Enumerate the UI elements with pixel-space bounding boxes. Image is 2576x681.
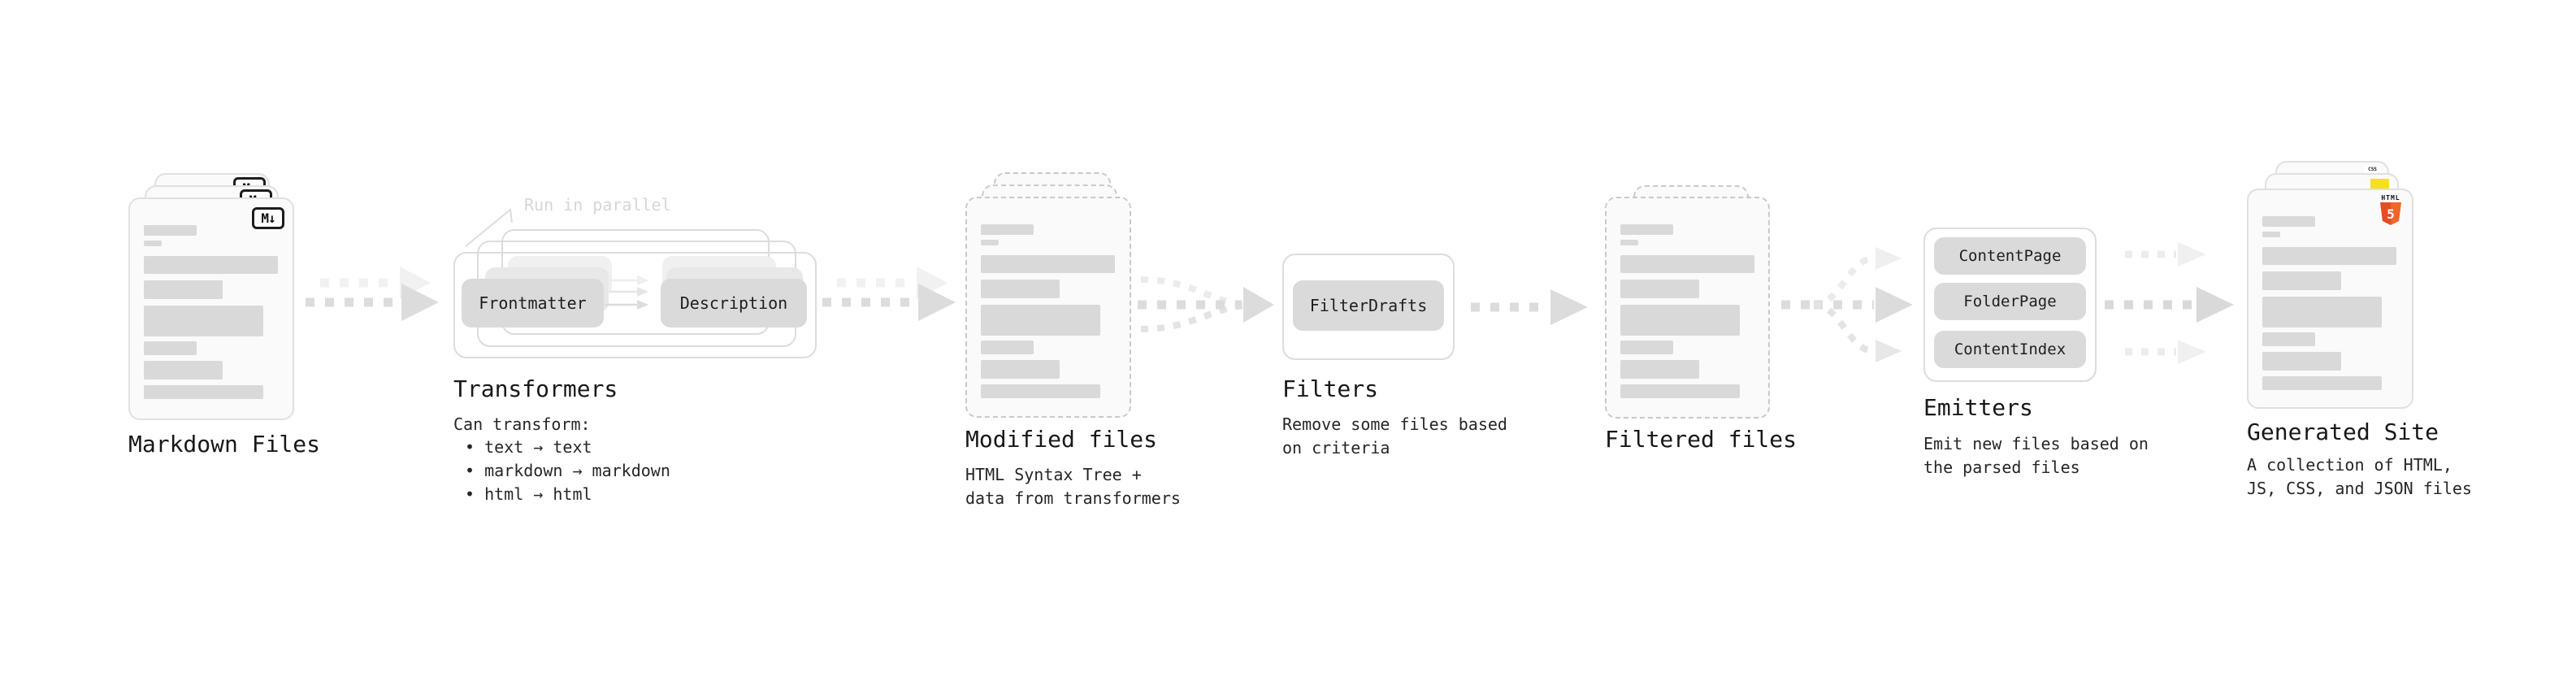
placeholder-line — [1620, 224, 1673, 235]
placeholder-line — [2262, 232, 2280, 237]
placeholder-line — [2262, 247, 2396, 265]
placeholder-line — [981, 305, 1100, 336]
run-in-parallel-annotation: Run in parallel — [524, 195, 671, 215]
annotation-leader-line — [465, 208, 513, 247]
frontmatter-pill-label: Frontmatter — [479, 293, 587, 313]
parallel-arrow-icon — [609, 287, 648, 297]
placeholder-line — [2262, 271, 2341, 290]
placeholder-line — [144, 280, 223, 299]
bullet-item: • html → html — [465, 484, 592, 504]
document-placeholder-lines — [2249, 190, 2412, 407]
placeholder-line — [981, 360, 1060, 379]
parallel-arrow-icon — [605, 300, 648, 310]
folderpage-pill-label: FolderPage — [1963, 293, 2057, 310]
frontmatter-pill: Frontmatter — [462, 279, 604, 327]
document-placeholder-lines — [1607, 198, 1768, 417]
placeholder-line — [144, 256, 278, 274]
placeholder-line — [2262, 297, 2382, 327]
placeholder-line — [144, 241, 162, 246]
html5-icon-shield: 5 — [2380, 202, 2401, 225]
html5-icon: HTML 5 — [2379, 194, 2403, 225]
placeholder-line — [2262, 352, 2341, 371]
arrow-filters-to-filtered — [1471, 289, 1588, 325]
placeholder-line — [981, 224, 1034, 235]
filters-subtitle: Remove some files based on criteria — [1282, 414, 1507, 458]
document-placeholder-lines — [130, 199, 293, 419]
filtered-file-card-front — [1605, 197, 1770, 419]
contentindex-pill-label: ContentIndex — [1954, 340, 2066, 358]
description-pill-label: Description — [679, 293, 788, 313]
placeholder-line — [981, 280, 1060, 298]
folderpage-pill: FolderPage — [1934, 283, 2086, 320]
filterdrafts-pill: FilterDrafts — [1293, 280, 1444, 331]
placeholder-line — [981, 255, 1115, 273]
html5-icon-word: HTML — [2381, 194, 2400, 202]
bullet-item: • markdown → markdown — [465, 461, 670, 480]
arrow-transformers-to-modified — [822, 267, 956, 321]
placeholder-line — [1620, 305, 1740, 336]
filtered-files-label: Filtered files — [1605, 426, 1798, 453]
placeholder-line — [1620, 240, 1638, 245]
document-placeholder-lines — [967, 198, 1130, 416]
placeholder-line — [981, 240, 999, 245]
placeholder-line — [1620, 360, 1699, 379]
emitters-label: Emitters — [1923, 394, 2033, 421]
arrow-markdown-to-transformers — [306, 267, 439, 321]
placeholder-line — [144, 341, 197, 355]
html5-icon-number: 5 — [2387, 206, 2395, 222]
contentpage-pill-label: ContentPage — [1958, 247, 2062, 265]
placeholder-line — [981, 340, 1034, 354]
modified-file-card-front — [965, 197, 1131, 418]
placeholder-line — [1620, 384, 1740, 398]
placeholder-line — [1620, 280, 1699, 298]
generated-site-subtitle: A collection of HTML, JS, CSS, and JSON … — [2247, 455, 2472, 498]
markdown-icon-glyph: M↓ — [261, 210, 275, 226]
placeholder-line — [1620, 340, 1673, 354]
transformers-description-heading: Can transform: — [453, 414, 591, 434]
contentindex-pill: ContentIndex — [1934, 331, 2086, 368]
arrow-emitters-to-site — [2105, 242, 2234, 364]
contentpage-pill: ContentPage — [1934, 237, 2086, 275]
placeholder-line — [144, 361, 223, 380]
modified-files-subtitle: HTML Syntax Tree + data from transformer… — [965, 465, 1181, 508]
placeholder-line — [2262, 216, 2315, 227]
placeholder-line — [1620, 255, 1754, 273]
generated-site-label: Generated Site — [2247, 419, 2439, 445]
parallel-arrow-icon — [609, 275, 648, 285]
placeholder-line — [2262, 332, 2315, 346]
emitters-subtitle: Emit new files based on the parsed files — [1923, 434, 2149, 477]
filters-label: Filters — [1282, 375, 1379, 402]
transformers-bullet-list: • text → text • markdown → markdown • ht… — [453, 436, 670, 506]
arrow-fan-in-modified-to-filters — [1138, 276, 1274, 332]
markdown-icon: M↓ — [252, 207, 284, 229]
transformer-frame-front — [453, 252, 817, 358]
markdown-files-label: Markdown Files — [128, 431, 321, 458]
css-icon-label: CSS — [2368, 166, 2377, 172]
site-file-card-html: HTML 5 — [2247, 189, 2413, 409]
placeholder-line — [144, 306, 263, 336]
bullet-item: • text → text — [465, 437, 592, 457]
js-icon — [2370, 179, 2389, 189]
arrow-fan-out-filtered-to-emitters — [1781, 247, 1913, 362]
placeholder-line — [144, 385, 263, 399]
transformers-label: Transformers — [453, 375, 618, 402]
placeholder-line — [2262, 376, 2382, 390]
description-pill: Description — [661, 279, 807, 327]
modified-files-label: Modified files — [965, 426, 1158, 453]
markdown-file-card-front: M↓ — [128, 197, 294, 420]
placeholder-line — [144, 225, 197, 236]
filterdrafts-pill-label: FilterDrafts — [1309, 296, 1428, 315]
placeholder-line — [981, 384, 1100, 398]
